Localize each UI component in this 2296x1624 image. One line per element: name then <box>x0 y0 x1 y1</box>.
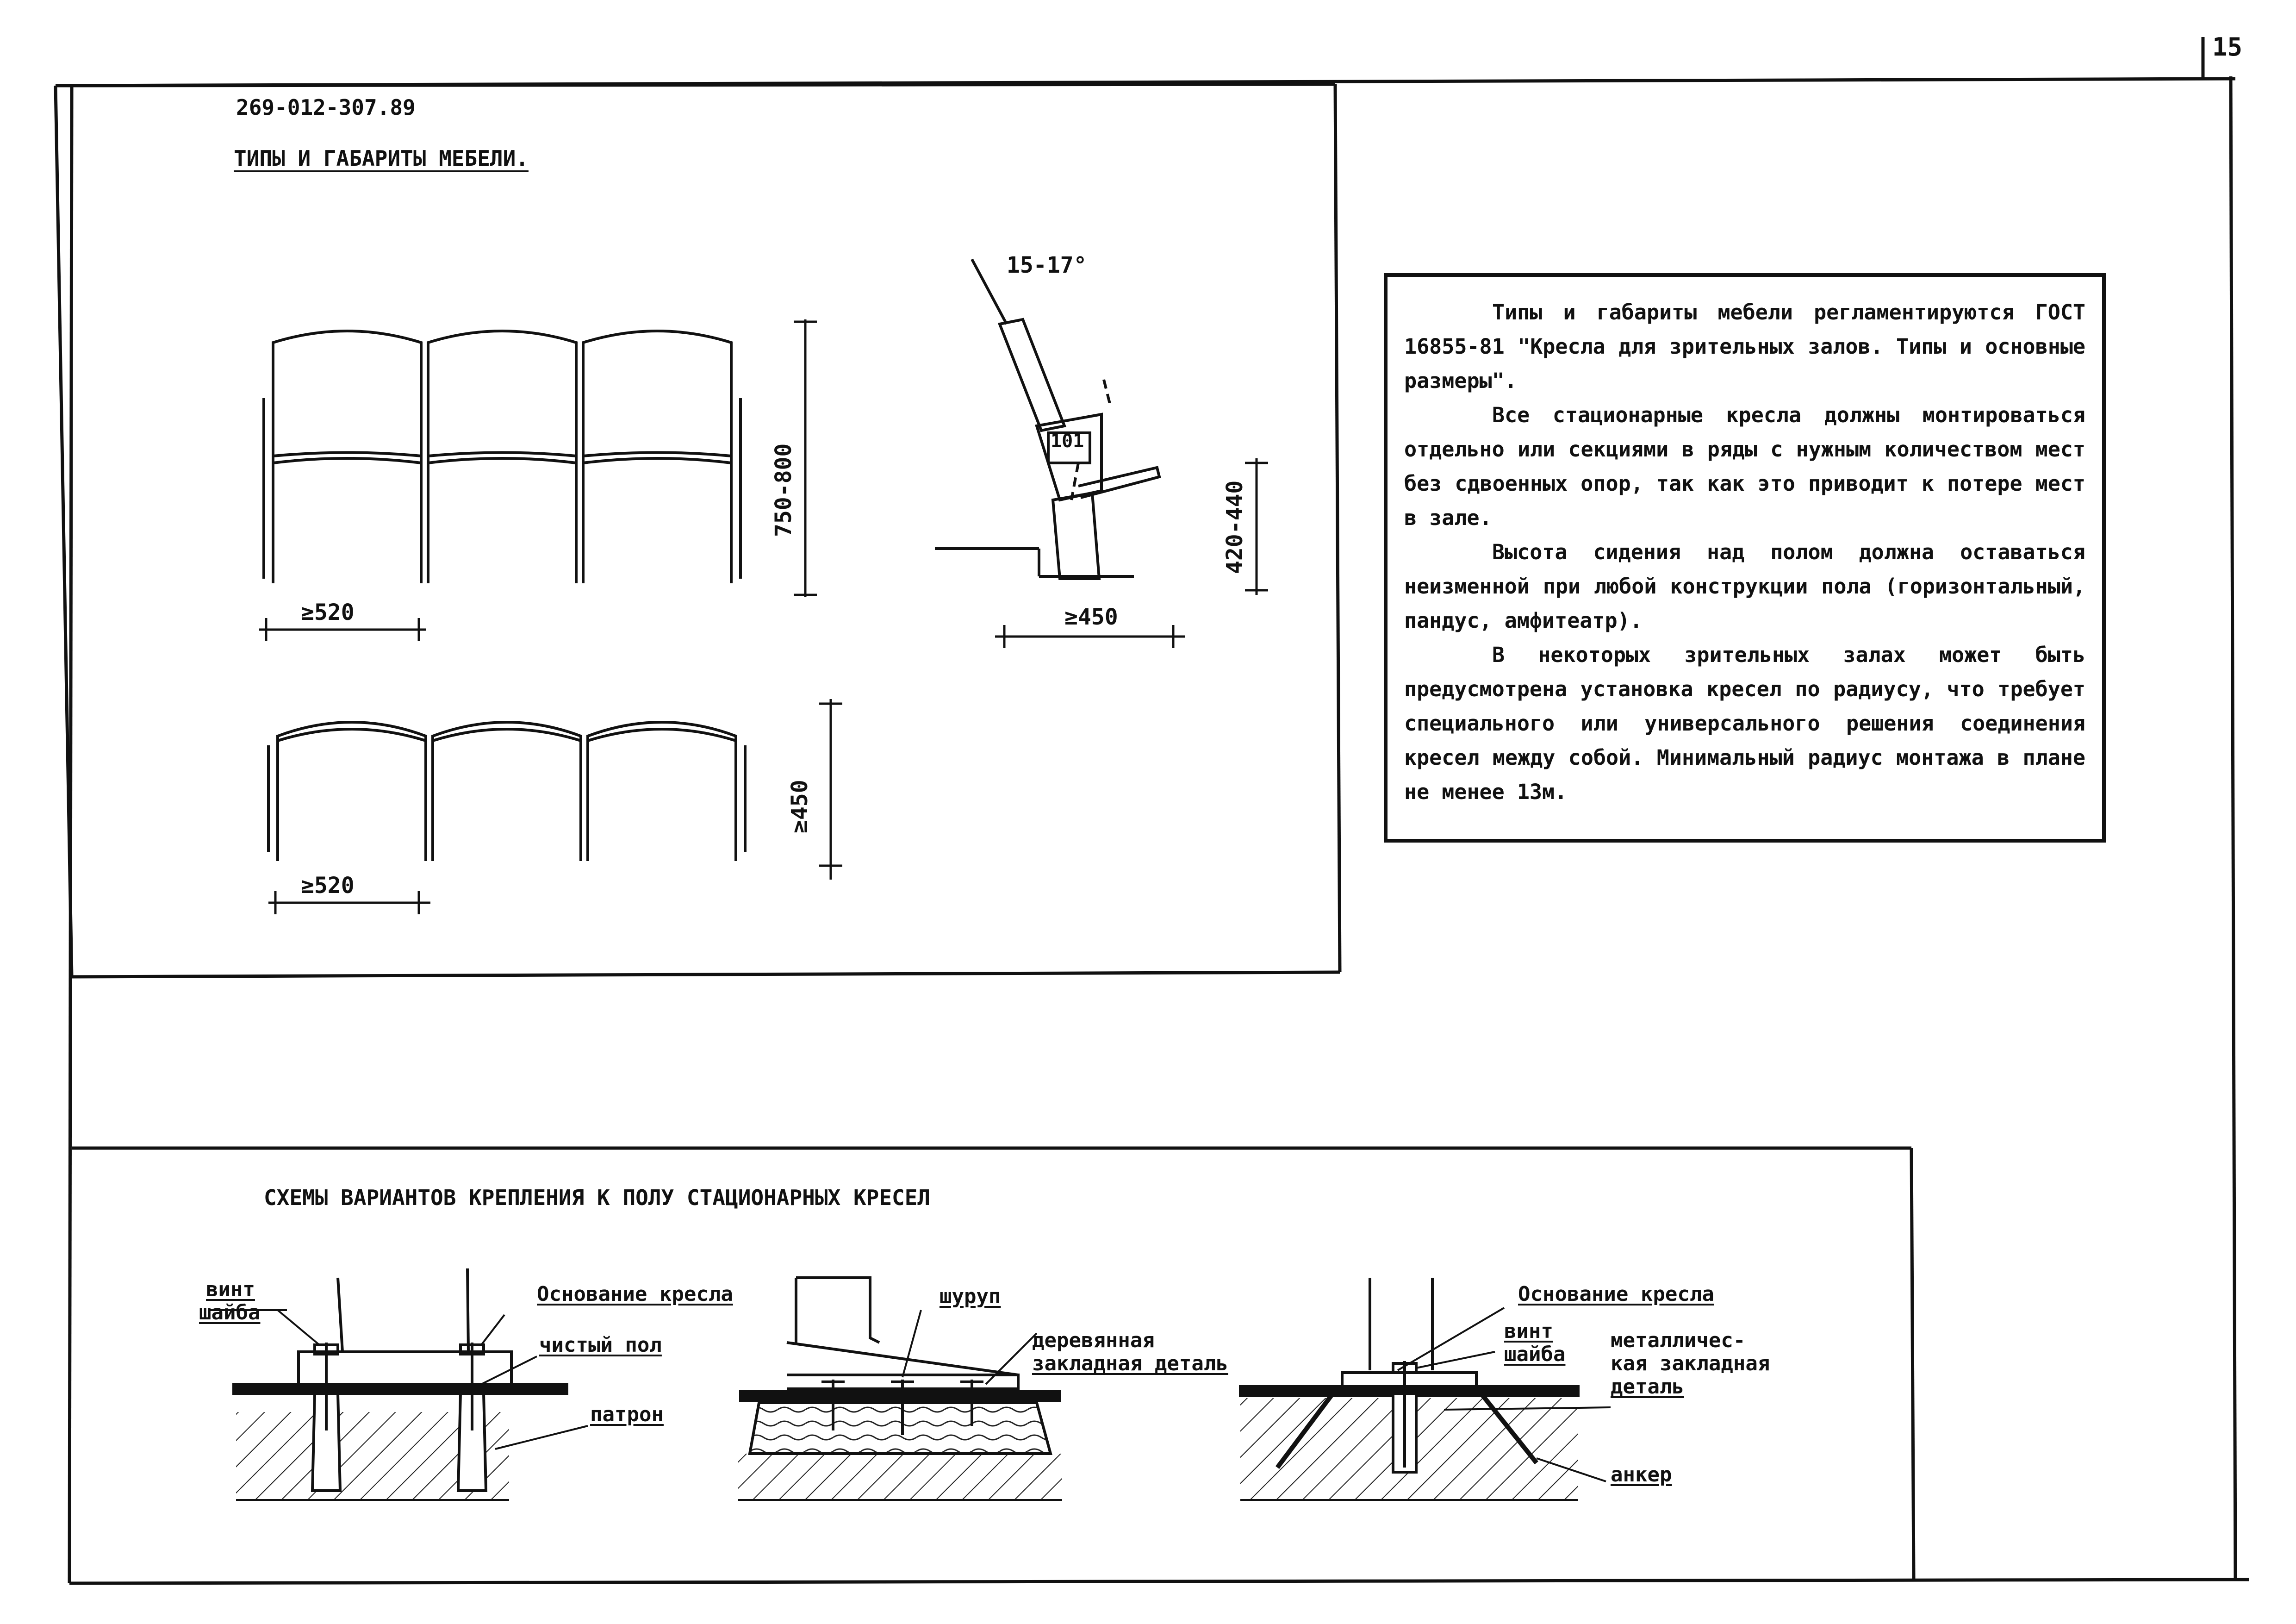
scheme3-metal-label-1: металличес- <box>1611 1329 1746 1352</box>
side-depth-dim <box>995 625 1185 648</box>
side-mark-label: 101 <box>1051 431 1084 452</box>
section2-frame <box>72 1146 1916 1580</box>
side-angle-label: 15-17° <box>1007 252 1087 278</box>
front-view-seats <box>262 330 742 583</box>
scheme1-cartridge-label: патрон <box>590 1403 664 1426</box>
side-height-dim <box>1245 458 1268 595</box>
regulation-paragraph-4: В некоторых зрительных залах может быть … <box>1404 643 2085 804</box>
scheme3-metal-label-2: кая закладная <box>1611 1352 1770 1375</box>
scheme1-base-label: Основание кресла <box>537 1282 733 1306</box>
scheme1-drawing <box>208 1268 588 1501</box>
side-view-seat <box>935 258 1161 580</box>
plan-width-dim <box>268 891 430 914</box>
scheme2-drawing <box>738 1276 1062 1501</box>
scheme3-drawing <box>1239 1278 1611 1501</box>
scheme1-washer-label: шайба <box>199 1301 261 1324</box>
plan-view-seats <box>267 721 747 861</box>
scheme3-anchor-label: анкер <box>1611 1463 1672 1487</box>
section1-frame <box>54 82 1342 979</box>
page-number: 15 <box>2212 32 2243 62</box>
front-height-dim <box>794 319 817 597</box>
scheme3-metal-label-3: деталь <box>1611 1375 1684 1399</box>
section1-title: ТИПЫ И ГАБАРИТЫ МЕБЕЛИ. <box>234 146 529 171</box>
side-seat-height-label: 420-440 <box>1222 480 1248 574</box>
plan-depth-label: ≥450 <box>787 780 813 833</box>
scheme2-wood-insert-label-1: деревянная <box>1032 1329 1155 1352</box>
regulation-paragraph-2: Все стационарные кресла должны монтирова… <box>1404 403 2085 530</box>
regulation-paragraph-3: Высота сидения над полом должна оставать… <box>1404 540 2085 633</box>
front-width-dim <box>259 618 426 641</box>
regulation-paragraph-1: Типы и габариты мебели регламентируются … <box>1404 300 2085 393</box>
regulation-text-box: Типы и габариты мебели регламентируются … <box>1384 273 2106 843</box>
scheme2-wood-insert-label-2: закладная деталь <box>1032 1352 1228 1375</box>
plan-width-label: ≥520 <box>301 873 355 899</box>
section2-title: СХЕМЫ ВАРИАНТОВ КРЕПЛЕНИЯ К ПОЛУ СТАЦИОН… <box>264 1185 931 1210</box>
front-height-label: 750-800 <box>771 443 796 537</box>
scheme1-screw-label: винт <box>206 1278 255 1301</box>
doc-code: 269-012-307.89 <box>236 95 416 120</box>
plan-depth-dim <box>819 699 842 880</box>
scheme3-washer-label: шайба <box>1504 1343 1566 1366</box>
scheme2-wood-screw-label: шуруп <box>940 1285 1001 1308</box>
scheme3-base-label: Основание кресла <box>1518 1282 1714 1306</box>
side-depth-label: ≥450 <box>1064 604 1118 630</box>
front-width-label: ≥520 <box>301 600 355 625</box>
scheme1-floor-label: чистый пол <box>539 1333 662 1357</box>
scheme3-screw-label: винт <box>1504 1319 1553 1343</box>
